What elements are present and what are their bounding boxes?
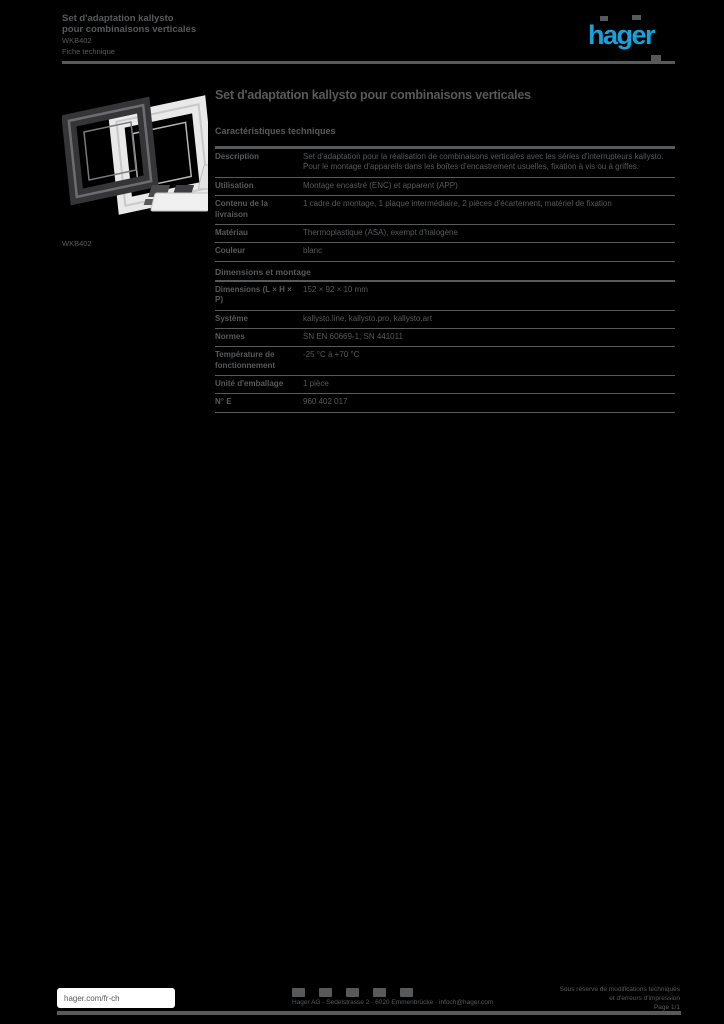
mounting-frames-illustration — [61, 95, 251, 215]
linkedin-icon — [346, 988, 359, 997]
spec-label: Normes — [215, 331, 245, 341]
spec-label: Contenu de la livraison — [215, 199, 268, 219]
spec-label: Température de fonctionnement — [215, 350, 275, 370]
spec-value: Set d'adaptation pour la réalisation de … — [303, 152, 664, 172]
spec-value: 1 pièce — [303, 379, 329, 389]
spec-value: kallysto.line, kallysto.pro, kallysto.ar… — [303, 313, 432, 323]
footer-right-block: Sous réserve de modifications techniques… — [560, 986, 680, 1012]
spec-table: Description Set d'adaptation pour la réa… — [215, 146, 675, 413]
logo-registration-mark — [632, 15, 641, 20]
spec-section-heading: Dimensions et montage — [215, 262, 675, 282]
header-title-line2: pour combinaisons verticales — [62, 24, 197, 36]
footer-divider — [57, 1011, 681, 1015]
document-header: Set d'adaptation kallysto pour combinais… — [62, 13, 362, 56]
spec-value: -25 °C à +70 °C — [303, 350, 360, 360]
hager-logo: hager — [588, 20, 656, 50]
footer-company-line: Hager AG · Sedelstrasse 2 · 6020 Emmenbr… — [292, 999, 494, 1006]
spec-label: Système — [215, 313, 248, 323]
website-link[interactable]: hager.com/fr-ch — [57, 988, 175, 1008]
frame-dark — [61, 96, 159, 206]
header-reference: WKB402 — [62, 36, 92, 46]
table-row: Couleur blanc — [215, 243, 675, 262]
characteristics-heading: Caractéristiques techniques — [215, 126, 336, 136]
table-row: Normes SN EN 60669-1, SN 441011 — [215, 329, 675, 348]
spec-value: SN EN 60669-1, SN 441011 — [303, 331, 403, 341]
instagram-icon — [400, 988, 413, 997]
spec-value: Thermoplastique (ASA), exempt d'halogène — [303, 227, 458, 237]
product-reference-caption: WKB402 — [62, 239, 92, 248]
product-image — [61, 93, 251, 219]
spec-label: Description — [215, 152, 260, 161]
table-row: Matériau Thermoplastique (ASA), exempt d… — [215, 225, 675, 244]
footer-note-line1: Sous réserve de modifications techniques — [559, 986, 680, 993]
spec-label: Couleur — [215, 246, 246, 256]
spec-label: Unité d'emballage — [215, 379, 284, 389]
header-meta: Fiche technique — [62, 46, 115, 56]
table-row: Température de fonctionnement -25 °C à +… — [215, 347, 675, 377]
twitter-icon — [319, 988, 332, 997]
table-row: Contenu de la livraison 1 cadre de monta… — [215, 196, 675, 225]
logo-registration-mark — [651, 55, 661, 61]
table-row: N° E 960 402 017 — [215, 394, 675, 413]
footer-note-line2: et d'erreurs d'impression — [609, 994, 680, 1002]
table-row: Unité d'emballage 1 pièce — [215, 376, 675, 395]
header-title-line1: Set d'adaptation kallysto — [62, 13, 174, 24]
table-row: Système kallysto.line, kallysto.pro, kal… — [215, 311, 675, 329]
page-title: Set d'adaptation kallysto pour combinais… — [215, 88, 531, 102]
youtube-icon — [373, 988, 386, 997]
facebook-icon — [292, 988, 305, 997]
spec-label: Utilisation — [215, 180, 254, 190]
spec-value: Montage encastré (ENC) et apparent (APP) — [303, 180, 458, 190]
spec-value: 152 × 92 × 10 mm — [303, 284, 368, 294]
spec-label: Dimensions (L × H × P) — [215, 284, 292, 305]
footer-page-number: Page 1/1 — [653, 1003, 680, 1011]
logo-registration-mark — [600, 16, 608, 21]
spec-label: Matériau — [215, 227, 248, 237]
footer-icon-row — [292, 988, 413, 997]
spec-value: 960 402 017 — [303, 397, 348, 407]
spec-value: blanc — [303, 246, 323, 256]
website-link-label: hager.com/fr-ch — [64, 993, 120, 1003]
table-row: Utilisation Montage encastré (ENC) et ap… — [215, 178, 675, 197]
spec-value: 1 cadre de montage, 1 plaque intermédiai… — [303, 199, 612, 209]
table-row: Dimensions (L × H × P) 152 × 92 × 10 mm — [215, 282, 675, 311]
table-row: Description Set d'adaptation pour la réa… — [215, 149, 675, 178]
header-divider — [62, 61, 675, 64]
spec-label: N° E — [215, 397, 232, 407]
